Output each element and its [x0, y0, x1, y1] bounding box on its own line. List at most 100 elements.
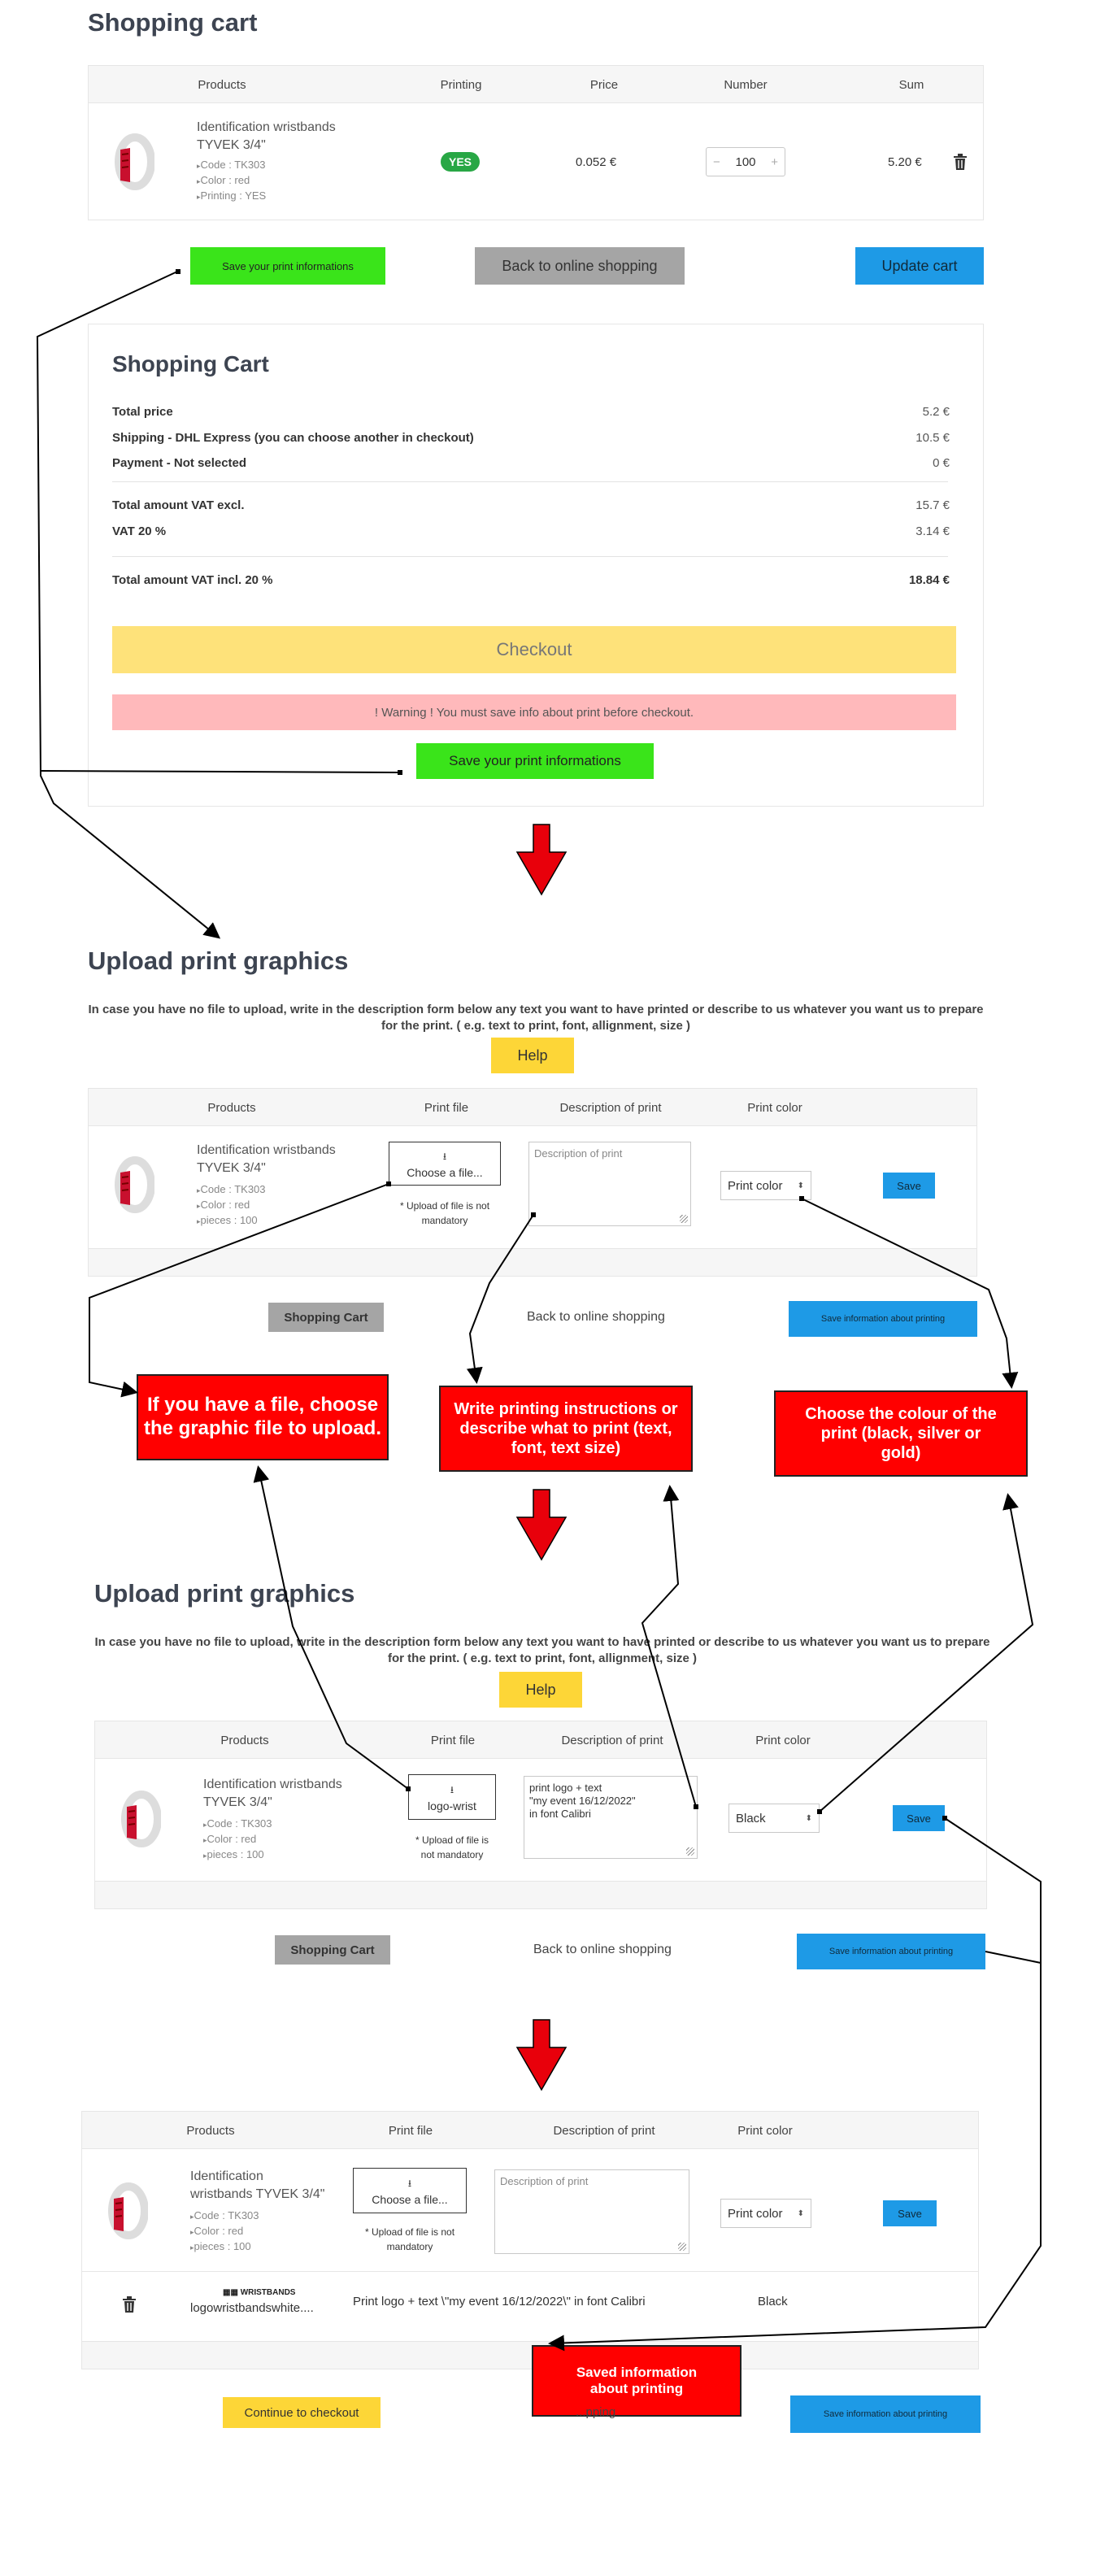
save-row-button[interactable]: Save	[883, 1173, 935, 1199]
trash-icon[interactable]	[953, 154, 968, 170]
help-button-1[interactable]: Help	[491, 1038, 574, 1073]
payment-value: 0 €	[933, 456, 950, 470]
upload-title-1: Upload print graphics	[88, 946, 349, 975]
cart-item-attrs: Code : TK303 Color : red Printing : YES	[197, 158, 266, 204]
printing-badge: YES	[441, 152, 480, 172]
save-info-printing-button-1[interactable]: Save information about printing	[789, 1301, 977, 1337]
trash-icon[interactable]	[122, 2296, 137, 2313]
col-print-color: Print color	[755, 1734, 811, 1747]
col-sum: Sum	[898, 78, 924, 92]
upload-icon: ⭳	[407, 2177, 412, 2189]
qty-value[interactable]: 100	[735, 154, 756, 169]
shopping-cart-button-2[interactable]: Shopping Cart	[275, 1935, 390, 1965]
upload-item-name: Identification wristbands TYVEK 3/4"	[197, 1143, 336, 1175]
wristband-icon	[108, 2182, 148, 2239]
back-to-shopping-link-2[interactable]: Back to online shopping	[533, 1943, 672, 1956]
upload-item-attrs-2: Code : TK303 Color : red pieces : 100	[203, 1817, 272, 1863]
upload-item-attrs-3: Code : TK303 Color : red pieces : 100	[190, 2208, 259, 2255]
col-number: Number	[724, 78, 768, 92]
description-textarea-3[interactable]: Description of print	[494, 2169, 689, 2254]
col-products: Products	[207, 1101, 256, 1115]
col-products: Products	[186, 2124, 235, 2138]
back-to-shopping-link-3[interactable]: ...pping	[576, 2405, 616, 2419]
wristband-icon	[115, 1156, 154, 1213]
total-price-value: 5.2 €	[922, 405, 950, 419]
saved-file-name: logowristbandswhite....	[190, 2301, 314, 2315]
saved-color: Black	[758, 2295, 788, 2308]
choose-file-button-2[interactable]: ⭳ logo-wrist	[408, 1774, 496, 1820]
wristband-icon	[121, 1791, 161, 1847]
update-cart-button[interactable]: Update cart	[855, 247, 984, 285]
choose-file-button[interactable]: ⭳ Choose a file...	[389, 1142, 501, 1186]
upload-item-attrs: Code : TK303 Color : red pieces : 100	[197, 1182, 266, 1229]
upload-icon: ⭳	[442, 1150, 447, 1162]
cart-item-price: 0.052 €	[576, 155, 617, 169]
vat-incl-label: Total amount VAT incl. 20 %	[112, 573, 273, 587]
summary-divider-2	[112, 556, 948, 557]
cart-item-sum: 5.20 €	[888, 155, 922, 169]
continue-to-checkout-button[interactable]: Continue to checkout	[223, 2397, 381, 2428]
cart-title: Shopping cart	[88, 8, 258, 37]
callout-description: Write printing instructions or describe …	[439, 1386, 693, 1472]
save-info-printing-button-3[interactable]: Save information about printing	[790, 2395, 981, 2433]
col-print-color: Print color	[747, 1101, 802, 1115]
choose-file-button-3[interactable]: ⭳ Choose a file...	[353, 2168, 467, 2213]
total-price-label: Total price	[112, 405, 173, 419]
upload-item-name-3: Identification wristbands TYVEK 3/4"	[190, 2169, 325, 2201]
col-print-file: Print file	[430, 1734, 476, 1747]
upload-title-2: Upload print graphics	[94, 1579, 355, 1608]
warning-banner: ! Warning ! You must save info about pri…	[112, 694, 956, 730]
cart-item-name: Identification wristbands TYVEK 3/4"	[197, 120, 336, 152]
print-color-select-3[interactable]: Print color	[720, 2199, 811, 2228]
quantity-stepper[interactable]: − 100 +	[706, 147, 785, 176]
vat-value: 3.14 €	[915, 524, 950, 538]
col-description: Description of print	[559, 1101, 662, 1115]
col-products: Products	[220, 1734, 269, 1747]
save-print-info-button[interactable]: Save your print informations	[416, 743, 654, 779]
wristband-icon	[115, 133, 154, 190]
col-price: Price	[589, 78, 619, 92]
cart-table: Products Printing Price Number Sum	[88, 65, 984, 220]
payment-label: Payment - Not selected	[112, 456, 247, 470]
upload-note-2: * Upload of file is not mandatory	[415, 1834, 489, 1860]
col-print-file: Print file	[388, 2124, 433, 2138]
back-to-shopping-button[interactable]: Back to online shopping	[475, 247, 685, 285]
cart-table-header: Products Printing Price Number Sum	[89, 66, 983, 103]
col-print-file: Print file	[424, 1101, 469, 1115]
vat-label: VAT 20 %	[112, 524, 167, 538]
checkout-button[interactable]: Checkout	[112, 626, 956, 673]
shopping-cart-button-1[interactable]: Shopping Cart	[268, 1303, 384, 1332]
save-row-button-2[interactable]: Save	[893, 1805, 945, 1831]
callout-saved: Saved information about printing	[532, 2345, 742, 2417]
print-color-select[interactable]: Print color	[720, 1171, 811, 1200]
upload-item-name-2: Identification wristbands TYVEK 3/4"	[203, 1778, 342, 1809]
save-info-printing-button-2[interactable]: Save information about printing	[797, 1934, 985, 1969]
arrow-save-info-link	[985, 1951, 1042, 1964]
col-description: Description of print	[561, 1734, 663, 1747]
qty-minus-button[interactable]: −	[713, 154, 720, 169]
summary-title: Shopping Cart	[112, 351, 269, 376]
description-textarea[interactable]: Description of print	[528, 1142, 691, 1226]
upload-note-3: * Upload of file is not mandatory	[364, 2226, 455, 2252]
col-printing: Printing	[440, 78, 482, 92]
description-textarea-2[interactable]: print logo + text "my event 16/12/2022" …	[524, 1776, 698, 1859]
col-description: Description of print	[553, 2124, 655, 2138]
saved-logo-thumbnail: ▦▦ WRISTBANDS	[223, 2288, 296, 2297]
help-button-2[interactable]: Help	[499, 1672, 582, 1708]
vat-excl-label: Total amount VAT excl.	[112, 498, 245, 512]
upload-intro-2: In case you have no file to upload, writ…	[94, 1635, 990, 1665]
summary-panel	[88, 324, 984, 807]
qty-plus-button[interactable]: +	[771, 154, 778, 169]
vat-incl-value: 18.84 €	[908, 573, 950, 587]
save-row-button-3[interactable]: Save	[883, 2200, 937, 2226]
print-color-select-2[interactable]: Black	[728, 1804, 820, 1833]
save-print-info-button-small[interactable]: Save your print informations	[190, 247, 385, 285]
back-to-shopping-link-1[interactable]: Back to online shopping	[527, 1310, 665, 1324]
col-products: Products	[198, 78, 246, 92]
saved-description: Print logo + text \"my event 16/12/2022\…	[353, 2295, 646, 2308]
upload-icon: ⭳	[450, 1783, 454, 1795]
callout-file: If you have a file, choose the graphic f…	[137, 1374, 389, 1460]
summary-divider	[112, 481, 948, 482]
col-print-color: Print color	[737, 2124, 793, 2138]
vat-excl-value: 15.7 €	[915, 498, 950, 512]
